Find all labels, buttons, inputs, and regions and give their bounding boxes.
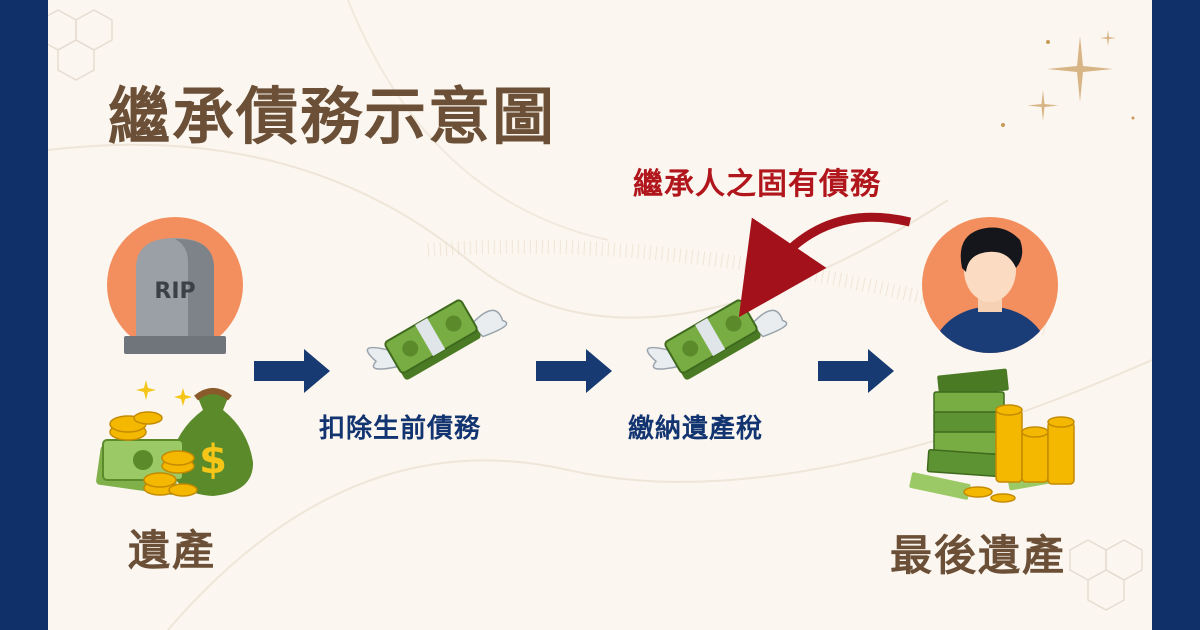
svg-text:$: $ — [199, 437, 227, 483]
flying-money-icon — [366, 299, 508, 380]
step-label-estate-tax: 繳納遺產稅 — [628, 414, 764, 444]
flow-arrow-1 — [254, 349, 330, 393]
artwork-layer: RIP $ — [96, 212, 1075, 503]
heir-avatar-icon — [922, 217, 1058, 353]
step-label-deduct-debts: 扣除生前債務 — [319, 414, 482, 444]
step-label-estate: 遺產 — [128, 526, 217, 575]
hexagon-pattern — [48, 9, 1143, 611]
red-curved-arrow — [738, 212, 912, 318]
right-border — [1152, 0, 1200, 630]
money-bag-icon: $ — [96, 380, 254, 497]
sparkles-icon — [1001, 30, 1135, 127]
annotation-label: 繼承人之固有債務 — [633, 167, 881, 202]
cash-stack-icon — [909, 368, 1075, 503]
step-label-final-estate: 最後遺產 — [890, 531, 1067, 580]
flying-money-icon — [646, 299, 788, 380]
flow-arrow-3 — [818, 349, 894, 393]
flow-arrow-2 — [536, 349, 612, 393]
infographic-panel: 繼承債務示意圖 繼承人之固有債務 RIP $ — [48, 0, 1152, 630]
tombstone-icon: RIP — [107, 217, 243, 354]
tombstone-text: RIP — [154, 279, 195, 304]
left-border — [0, 0, 48, 630]
diagram-title: 繼承債務示意圖 — [108, 80, 557, 153]
